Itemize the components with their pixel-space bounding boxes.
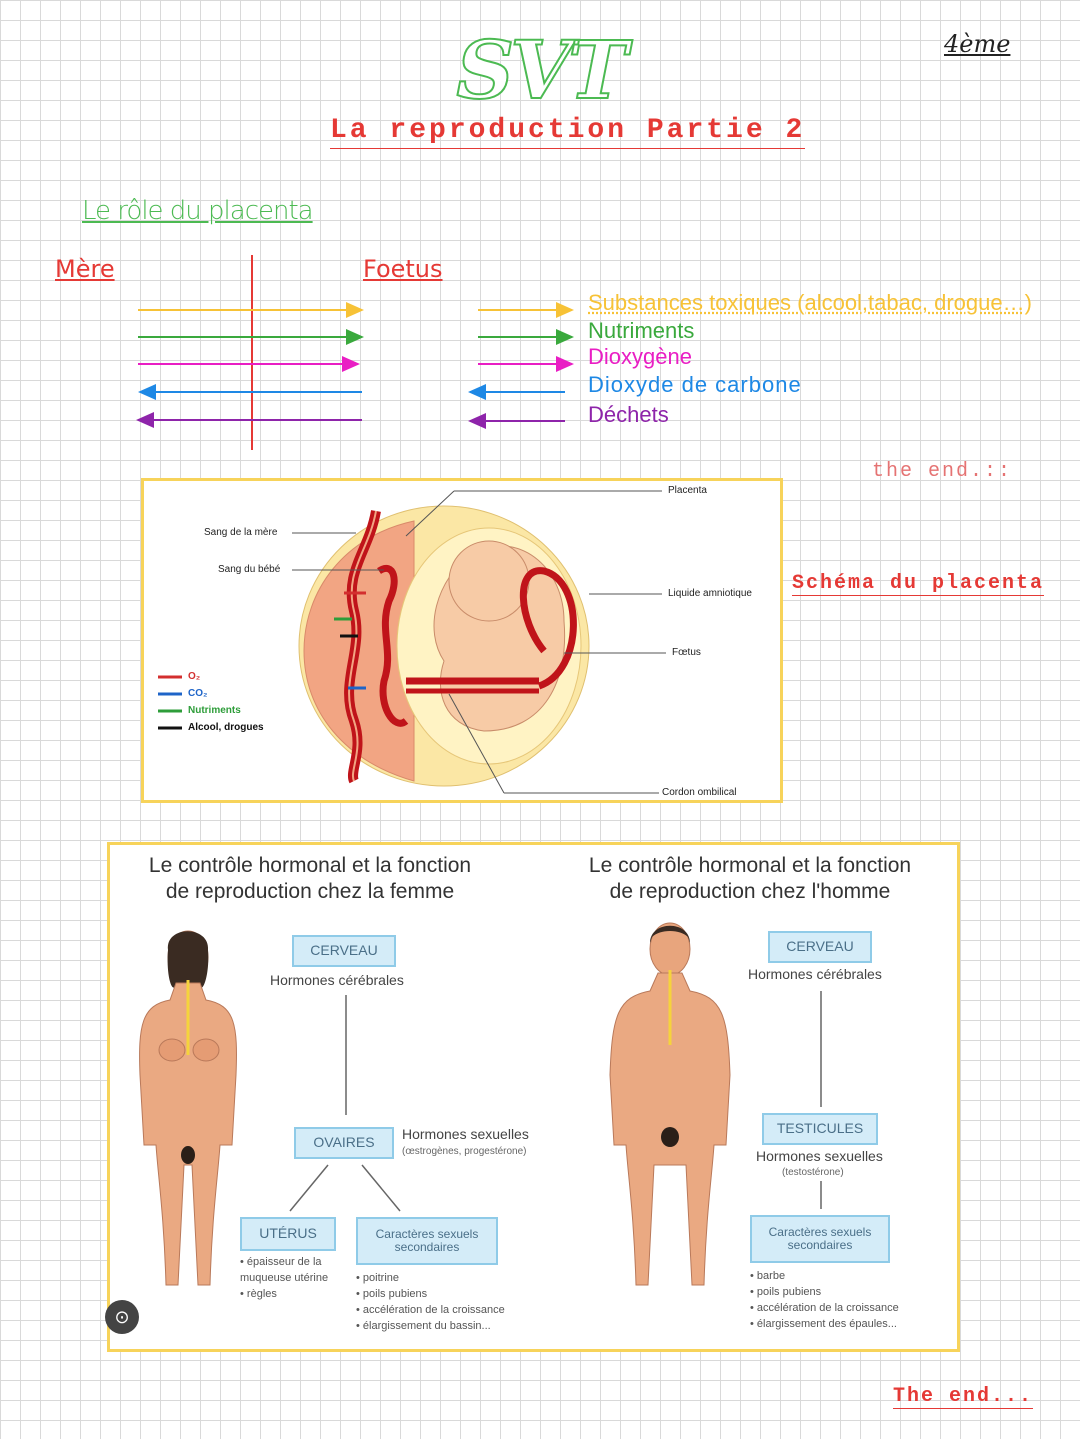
end-note: the end.::: [872, 460, 1013, 483]
female-sex-hormones-detail: (œstrogènes, progestérone): [402, 1146, 527, 1157]
female-title: Le contrôle hormonal et la fonction de r…: [148, 854, 472, 904]
grade-label: 4ème: [944, 30, 1011, 58]
key-co2: CO₂: [188, 688, 208, 699]
body-illustrations: [139, 922, 822, 1286]
legend-toxic: Substances toxiques (alcool,tabac, drogu…: [588, 290, 1032, 315]
female-brain-hormones: Hormones cérébrales: [270, 972, 404, 988]
placenta-diagram: Sang de la mère Sang du bébé Placenta Li…: [141, 478, 783, 803]
legend-oxygen: Dioxygène: [588, 344, 692, 369]
lens-icon[interactable]: ⊙: [105, 1300, 139, 1334]
male-secondary-effects: barbe poils pubiens accélération de la c…: [750, 1269, 899, 1333]
key-o2: O₂: [188, 671, 201, 682]
exchange-arrows: [136, 255, 574, 450]
male-sex-hormones: Hormones sexuelles: [756, 1148, 883, 1164]
page-subtitle: La reproduction Partie 2: [330, 115, 806, 149]
uterus-box: UTÉRUS: [240, 1217, 336, 1251]
label-cord: Cordon ombilical: [662, 787, 737, 798]
male-brain-box: CERVEAU: [768, 931, 872, 963]
label-baby-blood: Sang du bébé: [218, 564, 281, 575]
label-placenta: Placenta: [668, 485, 707, 496]
key-nutrients: Nutriments: [188, 705, 241, 716]
key-drugs: Alcool, drogues: [188, 722, 264, 733]
ovaries-box: OVAIRES: [294, 1127, 394, 1159]
legend-co2: Dioxyde de carbone: [588, 372, 802, 397]
mother-label: Mère: [55, 255, 115, 283]
female-figure: [139, 930, 237, 1286]
male-secondary-box: Caractères sexuels secondaires: [750, 1215, 890, 1263]
label-amniotic: Liquide amniotique: [668, 588, 752, 599]
testicles-box: TESTICULES: [762, 1113, 878, 1145]
label-mother-blood: Sang de la mère: [204, 527, 278, 538]
legend-nutrients: Nutriments: [588, 318, 695, 343]
male-figure: [609, 922, 731, 1286]
female-secondary-effects: poitrine poils pubiens accélération de l…: [356, 1271, 505, 1335]
female-sex-hormones: Hormones sexuelles: [402, 1126, 529, 1142]
male-brain-hormones: Hormones cérébrales: [748, 966, 882, 982]
page-title: SVT: [455, 23, 628, 117]
fetus-label: Foetus: [363, 255, 443, 283]
placenta-caption: Schéma du placenta: [792, 572, 1045, 596]
male-sex-hormones-detail: (testostérone): [782, 1167, 844, 1178]
hormone-diagram: Le contrôle hormonal et la fonction de r…: [107, 842, 960, 1352]
footer-end-note: The end...: [893, 1385, 1034, 1409]
placenta-illustration: [158, 490, 666, 794]
male-title: Le contrôle hormonal et la fonction de r…: [588, 854, 912, 904]
female-secondary-box: Caractères sexuels secondaires: [356, 1217, 498, 1265]
legend-waste: Déchets: [588, 402, 669, 427]
female-brain-box: CERVEAU: [292, 935, 396, 967]
uterus-effects: épaisseur de la muqueuse utérine règles: [240, 1255, 340, 1303]
label-fetus: Fœtus: [672, 647, 701, 658]
section-heading-placenta-role: Le rôle du placenta: [82, 196, 314, 226]
